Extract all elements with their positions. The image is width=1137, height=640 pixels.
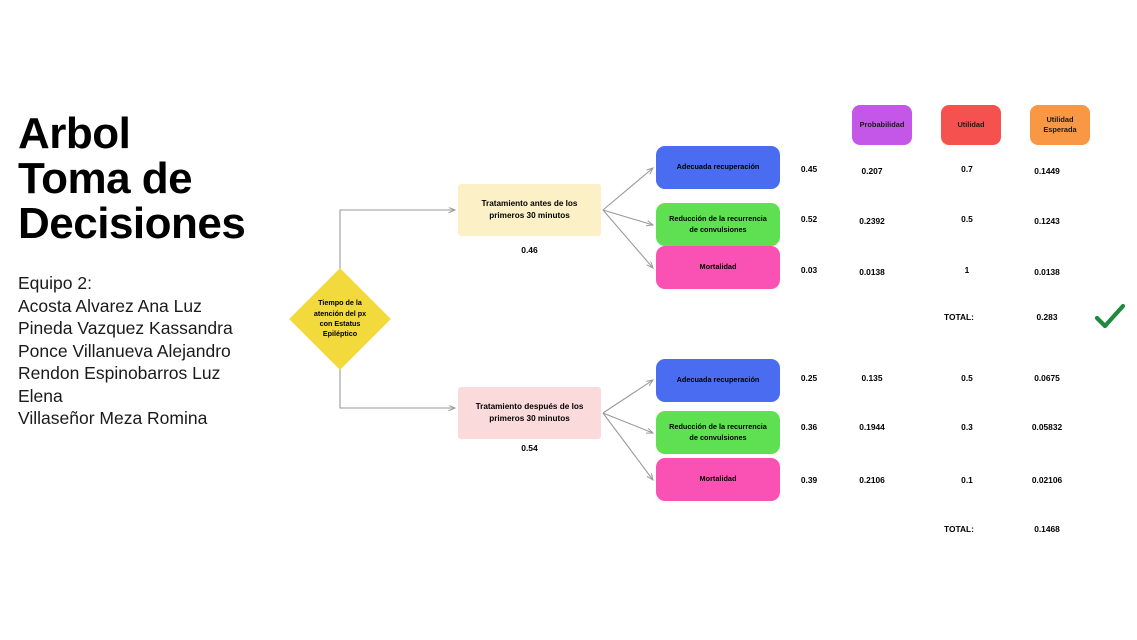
team-member: Pineda Vazquez Kassandra (18, 318, 233, 339)
treatment-box-after-30-min[interactable]: Tratamiento después de los primeros 30 m… (458, 387, 601, 439)
outcome-box-reduccion-recurrencia[interactable]: Reducción de la recurrencia de convulsio… (656, 203, 780, 246)
total-label-bottom: TOTAL: (944, 524, 974, 534)
total-value-bottom: 0.1468 (1034, 524, 1060, 534)
team-member: Villaseñor Meza Romina (18, 408, 208, 429)
branch-probability-after: 0.54 (521, 443, 538, 453)
utility-value: 0.1 (961, 475, 973, 485)
probability-value: 0.1944 (859, 422, 885, 432)
utility-value: 0.5 (961, 214, 973, 224)
total-label-top: TOTAL: (944, 312, 974, 322)
probability-value: 0.0138 (859, 267, 885, 277)
team-member: Ponce Villanueva Alejandro (18, 340, 231, 361)
probability-value: 0.207 (861, 166, 883, 176)
utility-value: 0.3 (961, 422, 973, 432)
team-block: Equipo 2: Acosta Alvarez Ana Luz Pineda … (18, 272, 258, 430)
team-member: Rendon Espinobarros Luz Elena (18, 363, 221, 406)
check-icon (1094, 303, 1126, 329)
utility-value: 1 (964, 265, 970, 275)
edge-after-to-outcome-2 (602, 412, 653, 433)
treatment-box-before-30-min[interactable]: Tratamiento antes de los primeros 30 min… (458, 184, 601, 236)
edge-after-to-outcome-3 (602, 412, 653, 480)
expected-utility-value: 0.05832 (1031, 422, 1063, 432)
column-header-utilidad: Utilidad (941, 105, 1001, 145)
probability-value: 0.135 (861, 373, 883, 383)
team-member: Acosta Alvarez Ana Luz (18, 295, 202, 316)
outcome-box-adecuada-recuperacion[interactable]: Adecuada recuperación (656, 359, 780, 402)
expected-utility-value: 0.02106 (1031, 475, 1063, 485)
branch-prob-value: 0.45 (800, 164, 818, 174)
outcome-box-adecuada-recuperacion[interactable]: Adecuada recuperación (656, 146, 780, 189)
expected-utility-value: 0.1449 (1034, 166, 1060, 176)
decision-node-label: Tiempo de la atención del px con Estatus… (313, 298, 367, 339)
column-header-probabilidad: Probabilidad (852, 105, 912, 145)
edge-before-to-outcome-2 (602, 209, 653, 225)
probability-value: 0.2106 (859, 475, 885, 485)
title-block: Arbol Toma de Decisiones (18, 109, 248, 248)
branch-prob-value: 0.03 (800, 265, 818, 275)
branch-prob-value: 0.52 (800, 214, 818, 224)
utility-value: 0.7 (961, 164, 973, 174)
probability-value: 0.2392 (859, 216, 885, 226)
edge-before-to-outcome-1 (602, 168, 653, 211)
branch-probability-before: 0.46 (521, 245, 538, 255)
edge-after-to-outcome-1 (602, 380, 653, 414)
outcome-box-mortalidad[interactable]: Mortalidad (656, 246, 780, 289)
team-heading: Equipo 2: (18, 273, 92, 293)
utility-value: 0.5 (961, 373, 973, 383)
outcome-box-mortalidad[interactable]: Mortalidad (656, 458, 780, 501)
edge-before-to-outcome-3 (602, 209, 653, 268)
total-value-top: 0.283 (1036, 312, 1058, 322)
page-title: Arbol Toma de Decisiones (18, 109, 246, 248)
expected-utility-value: 0.0138 (1034, 267, 1060, 277)
decision-node[interactable]: Tiempo de la atención del px con Estatus… (289, 268, 391, 370)
outcome-box-reduccion-recurrencia[interactable]: Reducción de la recurrencia de convulsio… (656, 411, 780, 454)
branch-prob-value: 0.36 (800, 422, 818, 432)
column-header-utilidad-esperada: Utilidad Esperada (1030, 105, 1090, 145)
expected-utility-value: 0.0675 (1034, 373, 1060, 383)
branch-prob-value: 0.39 (800, 475, 818, 485)
branch-prob-value: 0.25 (800, 373, 818, 383)
expected-utility-value: 0.1243 (1034, 216, 1060, 226)
